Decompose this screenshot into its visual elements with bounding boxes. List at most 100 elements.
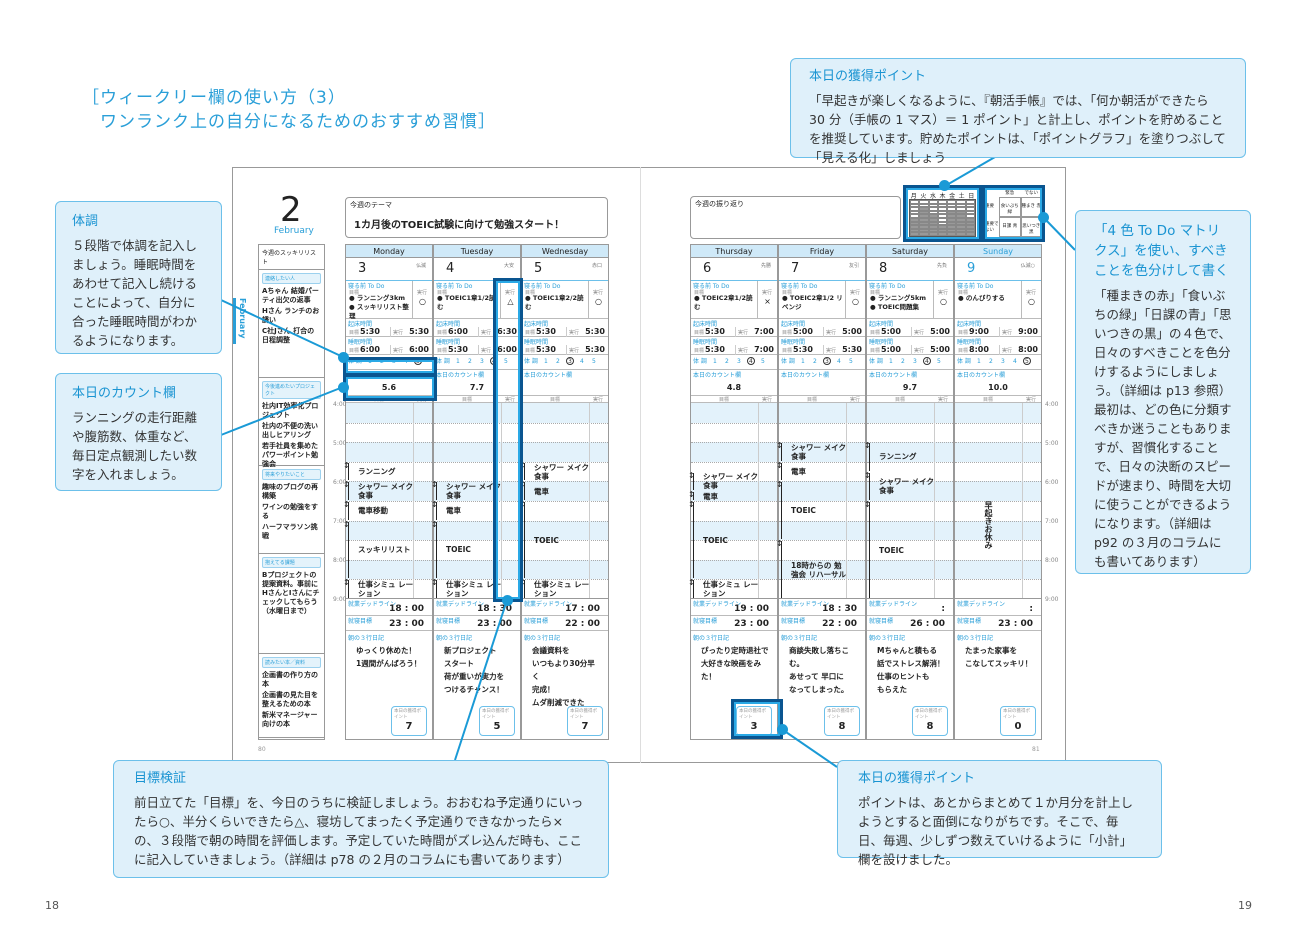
sleep-label: 睡眠時間 (348, 339, 373, 346)
point-graph-cell (947, 225, 957, 229)
point-graph-cell (937, 221, 948, 226)
count-value: 5.6 (381, 383, 397, 392)
day-points-label: 本日の獲得ポイント (570, 709, 597, 720)
diary-label: 朝の３行日記 (781, 635, 818, 642)
point-graph-cell (910, 217, 920, 222)
schedule-done-label: 実行 (504, 397, 515, 403)
sidebar-item: Aちゃん 結婚パーティ出欠の返事 (262, 287, 319, 304)
hour-label-right: 8:00 (1045, 557, 1059, 564)
diary-text: 会議資料をいつもより30分早く完成！ムダ削減できた (524, 642, 606, 709)
point-graph-days: 月火水木金土日 (909, 191, 976, 200)
point-graph-cell (956, 210, 966, 215)
point-graph-cell (910, 221, 920, 226)
point-graph-cell (919, 225, 929, 229)
todo-goal-label: 目標 (525, 290, 536, 296)
condition-label: 体 調 (693, 358, 707, 365)
diary-label: 朝の３行日記 (957, 635, 994, 642)
todo-goal-label: 目標 (349, 290, 360, 296)
highlight-point-graph (903, 185, 982, 242)
done-label: 実行 (738, 348, 749, 354)
goal-label: 目標 (525, 330, 536, 336)
schedule-entry: ランニング (343, 461, 414, 481)
diary-label: 朝の３行日記 (869, 635, 906, 642)
callout-goal-verify: 目標検証 前日立てた「目標」を、今日のうちに検証しましょう。おおむね予定通りにい… (113, 760, 609, 878)
deadline-row: 就業デッドライン : (955, 599, 1041, 616)
count-row: 本日のカウント欄 (779, 370, 865, 396)
time-gridline (691, 461, 777, 463)
sleep-actual-value: 6:00 (409, 345, 429, 354)
time-band (434, 442, 520, 462)
todo-label: 寝る前 To Do (781, 283, 818, 290)
done-label: 実行 (393, 348, 404, 354)
done-label: 実行 (569, 330, 580, 336)
point-graph-cell (919, 228, 929, 233)
point-graph-cell (937, 210, 948, 215)
goal-label: 目標 (349, 348, 360, 354)
bedtime-value: 26 : 00 (910, 619, 945, 629)
month-name: February (274, 226, 314, 236)
todo-goal-label: 目標 (782, 290, 793, 296)
sleep-label: 睡眠時間 (957, 339, 982, 346)
schedule-grid: シャワー メイク 食事電車TOEIC仕事シミュ レーション (431, 403, 520, 599)
wake-actual-value: 5:00 (930, 327, 950, 336)
day-points-label: 本日の獲得ポイント (739, 709, 766, 720)
point-graph-cell (947, 200, 957, 204)
schedule-entry: シャワー メイク 食事 (431, 480, 502, 500)
divider (735, 327, 736, 337)
sleep-label: 睡眠時間 (781, 339, 806, 346)
point-graph-cell (919, 210, 929, 215)
hour-label-right: 6:00 (1045, 479, 1059, 486)
time-band (955, 520, 1041, 541)
morning-diary: 朝の３行日記商談失敗し落ちこむ。あせって 早口になってしまった。 (779, 631, 865, 696)
point-graph-cell (947, 221, 957, 226)
point-graph-cell (947, 228, 957, 233)
wake-goal-value: 5:00 (793, 327, 813, 336)
schedule-entry: TOEIC (519, 500, 590, 579)
condition-level-5: 5 (592, 358, 596, 365)
planner-gutter (640, 167, 641, 763)
day-points-label: 本日の獲得ポイント (827, 709, 854, 720)
todo-item: ● のんびりする (958, 294, 1005, 302)
todo-result-mark: ○ (1021, 281, 1041, 318)
goal-label: 目標 (870, 330, 881, 336)
wake-actual-value: 5:30 (585, 327, 605, 336)
point-graph-cell (910, 228, 920, 233)
point-graph-cell (928, 210, 938, 215)
point-graph-cell (956, 225, 966, 229)
point-graph-grid (909, 199, 976, 237)
condition-level-1: 1 (456, 358, 460, 365)
callout-points-bottom: 本日の獲得ポイント ポイントは、あとからまとめて１か月分を計上しようとすると面倒… (837, 760, 1162, 867)
point-graph-cell (928, 207, 938, 211)
diary-line: ムダ削減できた (532, 698, 585, 707)
hour-label-right: 9:00 (1045, 596, 1059, 603)
bedtime-label: 就寝目標 (957, 618, 982, 625)
day-header: Thursday (691, 245, 777, 258)
schedule-divider (589, 403, 590, 598)
wake-label: 起床時間 (957, 321, 982, 328)
day-date: 5 (534, 261, 543, 276)
sleep-goal-value: 5:30 (448, 345, 468, 354)
todo-item: ● TOEIC1章1/2読む (437, 294, 496, 311)
bedtime-label: 就寝目標 (869, 618, 894, 625)
done-label: 実行 (826, 348, 837, 354)
sleep-label: 睡眠時間 (436, 339, 461, 346)
todo-label: 寝る前 To Do (348, 283, 385, 290)
wake-label: 起床時間 (436, 321, 461, 328)
condition-level-3: 3 (913, 358, 917, 365)
point-graph-cell (965, 203, 975, 208)
sleep-label: 睡眠時間 (693, 339, 718, 346)
